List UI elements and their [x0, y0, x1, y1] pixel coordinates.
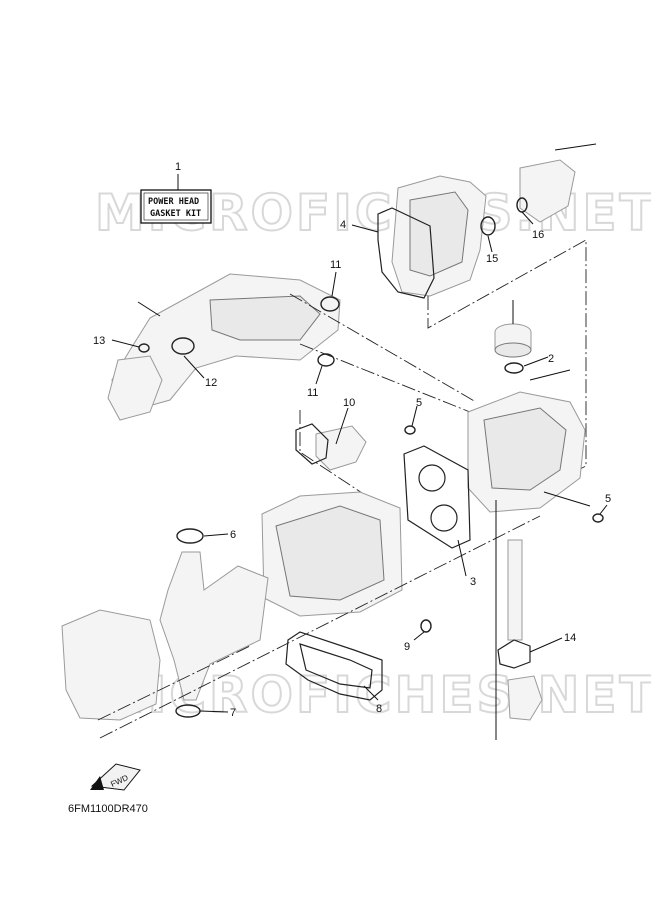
reference-line: [99, 515, 541, 739]
cylinder-head-gasket: [403, 445, 471, 549]
reference-line: [299, 343, 471, 413]
o-ring-12: [171, 337, 195, 355]
kit-label-line1: POWER HEAD: [148, 197, 199, 207]
o-ring-5-right: [592, 513, 604, 523]
callout-13: 13: [93, 335, 105, 347]
intake-manifold: [107, 273, 341, 421]
callout-1: 1: [175, 161, 181, 173]
callout-5-right: 5: [605, 493, 611, 505]
callout-7: 7: [230, 707, 236, 719]
callout-2: 2: [548, 353, 554, 365]
o-ring-5-upper: [404, 425, 416, 435]
callout-3: 3: [470, 576, 476, 588]
crankcase-gasket-inner: [299, 643, 373, 689]
callout-12: 12: [205, 377, 217, 389]
thermostat-cover: [315, 425, 367, 471]
o-ring-11-top: [320, 296, 340, 312]
callout-15: 15: [486, 253, 498, 265]
callout-6: 6: [230, 529, 236, 541]
power-head-gasket-kit-label: POWER HEAD GASKET KIT: [140, 174, 212, 224]
reference-line: [97, 645, 251, 721]
o-ring-15: [480, 216, 496, 236]
callout-11-bottom: 11: [307, 387, 318, 399]
bracket-14: [497, 639, 531, 669]
forward-direction-arrow: FWD: [90, 763, 141, 791]
callout-5-upper: 5: [416, 397, 422, 409]
cylinder-head-cover: [391, 143, 597, 297]
crankcase-gasket: [285, 631, 383, 701]
o-ring-11-bottom: [317, 353, 335, 367]
pulley: [494, 300, 532, 358]
callout-4: 4: [340, 219, 346, 231]
oil-pump: [507, 675, 543, 721]
crankcase: [261, 491, 403, 617]
callout-8: 8: [376, 703, 382, 715]
callout-14: 14: [564, 632, 576, 644]
oil-seal-2: [504, 362, 524, 374]
oil-seal-6: [176, 528, 204, 544]
cover-gasket: [377, 207, 435, 299]
diagram-code: 6FM1100DR470: [68, 803, 148, 815]
crankshaft: [159, 551, 269, 701]
leader-lines: [111, 211, 608, 713]
o-ring-9: [420, 619, 432, 633]
cylinder-head: [467, 369, 591, 513]
callout-numbers: 1 2 3 4 5 5 6 7 8 9 10 11 11 12 13 14 15…: [93, 161, 611, 719]
callout-10: 10: [343, 397, 355, 409]
callout-11-top: 11: [330, 259, 341, 271]
callout-16: 16: [532, 229, 544, 241]
camshaft: [495, 500, 523, 740]
reference-line: [289, 293, 477, 403]
callout-9: 9: [404, 641, 410, 653]
kit-label-line2: GASKET KIT: [150, 209, 201, 219]
lower-crankcase: [61, 609, 161, 721]
thermostat-gasket: [295, 423, 329, 465]
o-ring-13: [138, 343, 150, 353]
